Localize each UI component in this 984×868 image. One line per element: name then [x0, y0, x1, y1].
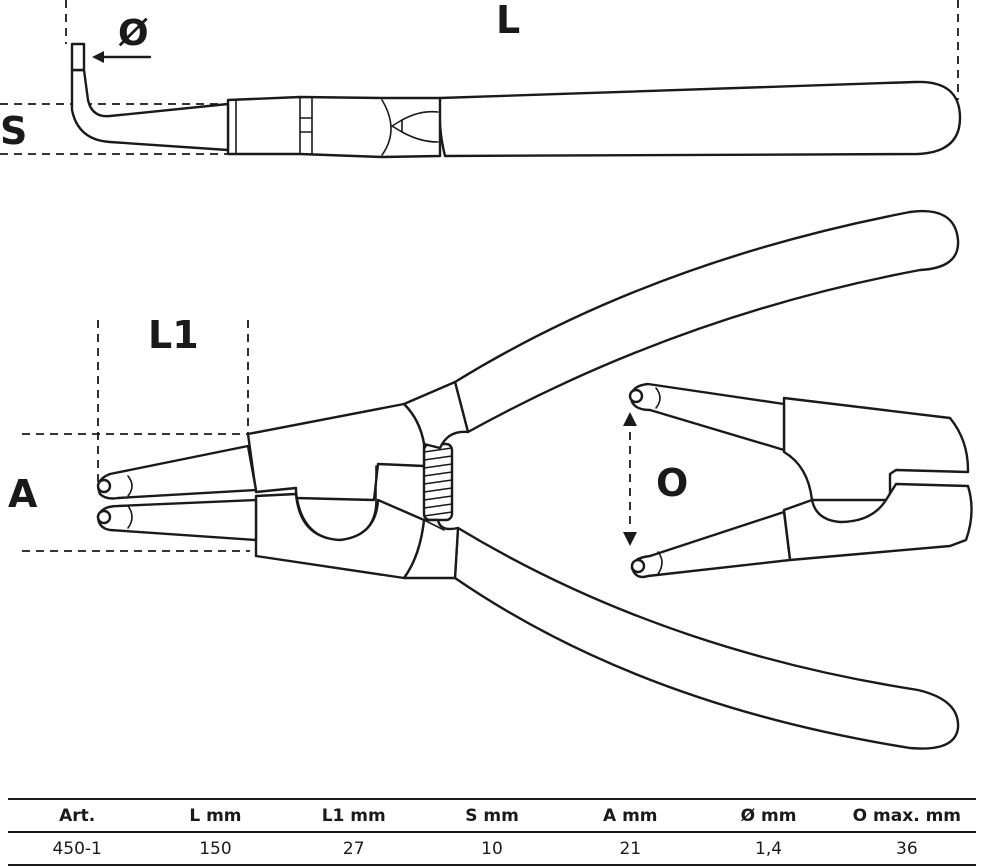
specification-table: Art. L mm L1 mm S mm A mm Ø mm O max. mm…: [8, 798, 976, 866]
table-row: 450-1 150 27 10 21 1,4 36: [8, 832, 976, 865]
cell-diameter: 1,4: [755, 838, 783, 859]
spring: [422, 442, 454, 522]
side-tip-pin: [70, 42, 86, 72]
header-tip-length: L1 mm: [321, 805, 386, 826]
lower-jaw: [254, 492, 426, 580]
cell-opening: 36: [896, 838, 918, 859]
pliers-top-view: [96, 209, 960, 750]
header-art: Art.: [59, 805, 96, 826]
cell-thickness: 10: [481, 838, 503, 859]
opening-arrow: [623, 412, 637, 546]
side-handle: [438, 80, 962, 158]
upper-tip: [97, 444, 258, 500]
thickness-label: S: [0, 109, 27, 153]
lower-tip-hole: [96, 509, 112, 525]
pliers-side-view: [70, 42, 962, 159]
cell-length: 150: [199, 838, 232, 859]
table-header-row: Art. L mm L1 mm S mm A mm Ø mm O max. mm: [8, 799, 976, 832]
opened-jaws-detail: [628, 382, 973, 579]
length-label: L: [496, 0, 520, 42]
open-upper-tip: [630, 382, 786, 452]
top-view-dimensions: L1 A O: [8, 313, 688, 552]
cell-tip-length: 27: [342, 838, 365, 859]
header-opening: O max. mm: [852, 805, 961, 826]
header-tip-distance: A mm: [603, 805, 658, 826]
cell-tip-distance: 21: [619, 838, 642, 859]
open-upper-tip-hole: [628, 388, 644, 404]
diameter-label: Ø: [118, 13, 149, 54]
tip-length-label: L1: [148, 313, 199, 357]
side-jaw: [70, 68, 230, 152]
diameter-arrow: [92, 51, 152, 63]
open-lower-tip: [630, 510, 792, 579]
side-joint: [226, 95, 442, 159]
upper-handle: [453, 209, 960, 434]
cell-art: 450-1: [52, 838, 102, 859]
upper-jaw: [246, 402, 426, 502]
open-upper-jaw: [782, 396, 970, 502]
header-thickness: S mm: [465, 805, 519, 826]
opening-label: O: [656, 461, 688, 505]
pliers-technical-drawing: L Ø S L1 A O: [0, 0, 973, 750]
tip-distance-label: A: [8, 472, 38, 516]
lower-tip: [96, 498, 258, 542]
open-lower-tip-hole: [630, 558, 646, 574]
header-diameter: Ø mm: [740, 805, 797, 826]
upper-tip-hole: [96, 478, 112, 494]
lower-handle: [453, 526, 960, 750]
open-lower-jaw: [782, 482, 973, 562]
header-length: L mm: [189, 805, 242, 826]
side-view-dimensions: L Ø S: [0, 0, 959, 155]
